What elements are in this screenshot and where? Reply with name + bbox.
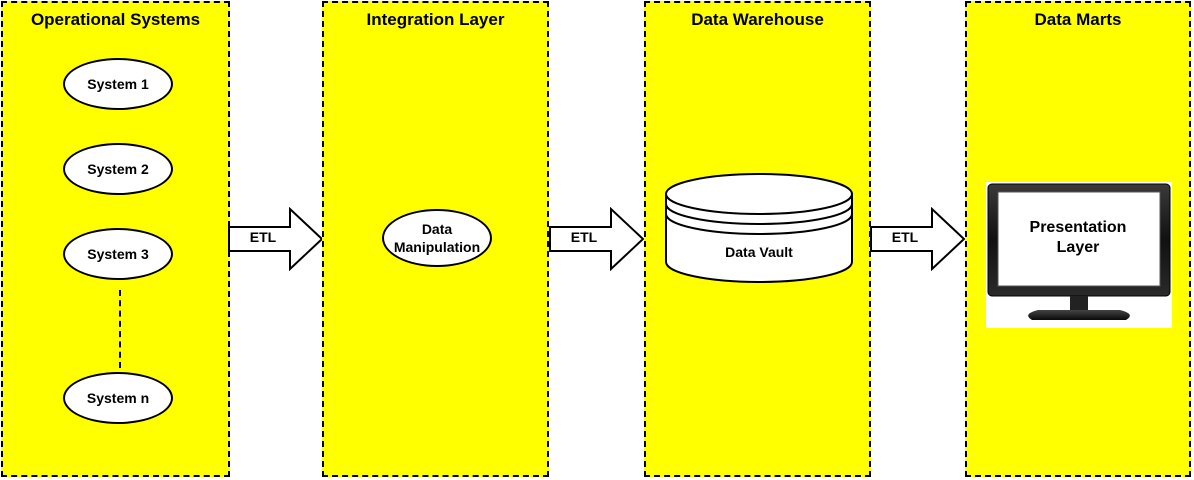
etl-arrow-2: ETL (549, 207, 645, 271)
dashed-connector-line (119, 290, 121, 368)
system-2-node: System 2 (63, 143, 173, 195)
data-vault-label: Data Vault (725, 244, 793, 260)
presentation-layer-label: Presentation Layer (1000, 218, 1156, 258)
monitor-icon (987, 183, 1171, 320)
presentation-layer-node: Presentation Layer (986, 182, 1172, 328)
data-manipulation-line-2: Manipulation (393, 239, 481, 255)
block-arrow-icon (228, 207, 324, 271)
block-arrow-icon (870, 207, 966, 271)
block-arrow-icon (549, 207, 645, 271)
panel-title-operational-systems: Operational Systems (30, 10, 201, 29)
panel-operational-systems: Operational Systems System 1 System 2 Sy… (1, 1, 230, 477)
presentation-line-2: Layer (1056, 239, 1100, 256)
data-manipulation-line-1: Data (421, 221, 453, 237)
panel-title-data-warehouse: Data Warehouse (691, 10, 824, 29)
etl-label-3: ETL (891, 229, 919, 245)
etl-arrow-1: ETL (228, 207, 324, 271)
etl-label-2: ETL (570, 229, 598, 245)
panel-integration-layer: Integration Layer Data Manipulation (322, 1, 549, 477)
panel-title-integration-layer: Integration Layer (366, 10, 505, 29)
system-1-node: System 1 (63, 58, 173, 110)
presentation-line-1: Presentation (1029, 219, 1127, 236)
cylinder-database-icon (665, 173, 853, 283)
data-manipulation-node: Data Manipulation (382, 209, 492, 267)
etl-label-1: ETL (249, 229, 277, 245)
etl-arrow-3: ETL (870, 207, 966, 271)
panel-title-data-marts: Data Marts (1034, 10, 1122, 29)
system-n-node: System n (63, 372, 173, 424)
data-vault-node: Data Vault (664, 172, 854, 284)
system-3-node: System 3 (63, 228, 173, 280)
